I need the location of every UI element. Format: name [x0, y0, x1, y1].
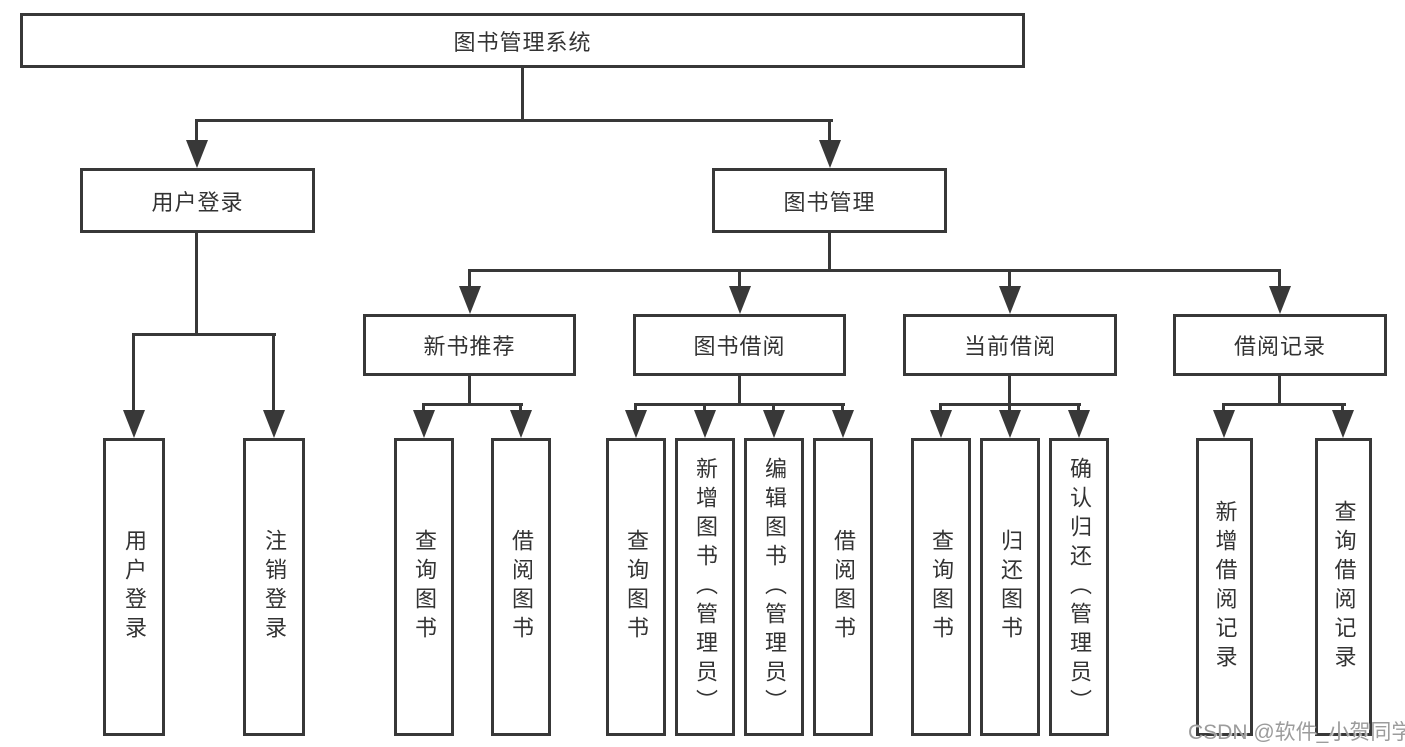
edge-drop-current-borrow	[1008, 269, 1011, 287]
leaf-cb-confirm-return-admin: 确认归还（管理员）	[1049, 438, 1109, 736]
arrow-down-icon	[263, 410, 285, 438]
leaf-bb-borrow-books: 借阅图书	[813, 438, 873, 736]
leaf-logout: 注销登录	[243, 438, 305, 736]
leaf-bb-edit-books-admin: 编辑图书（管理员）	[744, 438, 804, 736]
arrow-down-icon	[413, 410, 435, 438]
arrow-down-icon	[763, 410, 785, 438]
edge-drop-borrow-records	[1278, 269, 1281, 287]
node-new-book-recommend: 新书推荐	[363, 314, 576, 376]
leaf-nbr-query-books-label: 查询图书	[412, 529, 437, 645]
edge-drop-cb-confirm	[1077, 403, 1080, 413]
edge-bb-bar	[634, 403, 845, 406]
edge-drop-leaf-logout	[272, 333, 275, 413]
leaf-nbr-borrow-books: 借阅图书	[491, 438, 551, 736]
leaf-cb-confirm-return-admin-label: 确认归还（管理员）	[1067, 456, 1092, 718]
node-root-label: 图书管理系统	[453, 29, 592, 55]
leaf-cb-query-books: 查询图书	[911, 438, 971, 736]
edge-nbr-trunk	[468, 376, 471, 406]
edge-drop-bb-add	[703, 403, 706, 413]
arrow-down-icon	[930, 410, 952, 438]
edge-root-bar	[195, 119, 833, 122]
arrow-down-icon	[1213, 410, 1235, 438]
leaf-cb-return-books: 归还图书	[980, 438, 1040, 736]
leaf-bb-edit-books-admin-label: 编辑图书（管理员）	[762, 456, 787, 718]
node-user-login: 用户登录	[80, 168, 315, 233]
node-book-borrow-label: 图书借阅	[693, 334, 786, 359]
edge-drop-bb-query	[634, 403, 637, 413]
node-user-login-label: 用户登录	[151, 189, 244, 215]
arrow-down-icon	[694, 410, 716, 438]
edge-drop-bb-borrow	[841, 403, 844, 413]
edge-book-management-trunk	[828, 233, 831, 272]
edge-cb-trunk	[1008, 376, 1011, 406]
arrow-down-icon	[459, 286, 481, 314]
edge-drop-nbr-query	[422, 403, 425, 413]
leaf-logout-label: 注销登录	[262, 529, 287, 645]
arrow-down-icon	[1068, 410, 1090, 438]
arrow-down-icon	[186, 140, 208, 168]
node-borrow-records: 借阅记录	[1173, 314, 1387, 376]
leaf-nbr-query-books: 查询图书	[394, 438, 454, 736]
leaf-bb-add-books-admin-label: 新增图书（管理员）	[693, 456, 718, 718]
edge-nbr-bar	[422, 403, 523, 406]
leaf-bb-borrow-books-label: 借阅图书	[831, 529, 856, 645]
arrow-down-icon	[832, 410, 854, 438]
leaf-cb-query-books-label: 查询图书	[929, 529, 954, 645]
edge-drop-new-book-recommend	[468, 269, 471, 287]
arrow-down-icon	[1332, 410, 1354, 438]
edge-br-bar	[1222, 403, 1346, 406]
leaf-user-login: 用户登录	[103, 438, 165, 736]
edge-book-management-bar	[468, 269, 1281, 272]
edge-drop-br-query	[1341, 403, 1344, 413]
leaf-br-query-record-label: 查询借阅记录	[1331, 500, 1357, 674]
arrow-down-icon	[625, 410, 647, 438]
leaf-bb-query-books: 查询图书	[606, 438, 666, 736]
leaf-br-query-record: 查询借阅记录	[1315, 438, 1372, 736]
node-borrow-records-label: 借阅记录	[1233, 334, 1326, 359]
edge-drop-book-management	[828, 119, 831, 147]
arrow-down-icon	[1269, 286, 1291, 314]
leaf-br-add-record-label: 新增借阅记录	[1212, 500, 1238, 674]
edge-drop-book-borrow	[738, 269, 741, 287]
node-book-borrow: 图书借阅	[633, 314, 846, 376]
node-current-borrow-label: 当前借阅	[963, 334, 1056, 359]
node-book-management-label: 图书管理	[783, 189, 876, 215]
node-book-management: 图书管理	[712, 168, 947, 233]
edge-root-trunk	[521, 67, 524, 122]
node-root-library-system: 图书管理系统	[20, 13, 1025, 68]
edge-drop-leaf-user-login	[132, 333, 135, 413]
arrow-down-icon	[123, 410, 145, 438]
edge-bb-trunk	[738, 376, 741, 406]
arrow-down-icon	[729, 286, 751, 314]
arrow-down-icon	[999, 410, 1021, 438]
edge-drop-bb-edit	[772, 403, 775, 413]
edge-drop-nbr-borrow	[519, 403, 522, 413]
edge-drop-cb-return	[1008, 403, 1011, 413]
node-current-borrow: 当前借阅	[903, 314, 1117, 376]
edge-br-trunk	[1278, 376, 1281, 406]
leaf-cb-return-books-label: 归还图书	[998, 529, 1023, 645]
leaf-user-login-label: 用户登录	[122, 529, 147, 645]
leaf-br-add-record: 新增借阅记录	[1196, 438, 1253, 736]
node-new-book-recommend-label: 新书推荐	[423, 334, 516, 359]
arrow-down-icon	[819, 140, 841, 168]
edge-user-login-bar	[132, 333, 276, 336]
edge-drop-user-login	[195, 119, 198, 147]
edge-drop-cb-query	[939, 403, 942, 413]
leaf-bb-query-books-label: 查询图书	[624, 529, 649, 645]
edge-user-login-trunk	[195, 233, 198, 336]
arrow-down-icon	[510, 410, 532, 438]
leaf-bb-add-books-admin: 新增图书（管理员）	[675, 438, 735, 736]
csdn-watermark: CSDN @软件_小贺同学	[1188, 721, 1405, 744]
edge-drop-br-add	[1222, 403, 1225, 413]
arrow-down-icon	[999, 286, 1021, 314]
leaf-nbr-borrow-books-label: 借阅图书	[509, 529, 534, 645]
